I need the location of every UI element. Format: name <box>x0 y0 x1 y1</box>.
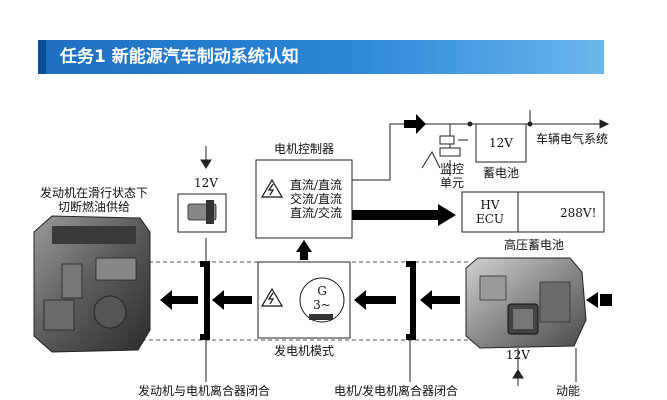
arrow-to-hv-battery <box>352 210 440 220</box>
page-title: 任务1 新能源汽车制动系统认知 <box>60 47 299 67</box>
arrow-to-12v-battery <box>416 114 426 134</box>
battery-12v-value: 12V <box>489 136 513 150</box>
hv-voltage-label: 288V! <box>560 206 597 220</box>
arrow-to-motor-clutch <box>432 296 460 304</box>
arrow-to-engine <box>172 296 198 304</box>
converter-labels: 直流/直流 交流/直流 直流/交流 <box>290 178 342 220</box>
motor-controller-box <box>255 159 353 239</box>
arrow-generator-up <box>296 240 312 252</box>
transmission-image <box>465 257 587 349</box>
generator-mode-label: 发电机模式 <box>273 344 334 358</box>
voltage-bottom-label: 12V <box>506 348 530 362</box>
engine-label: 发动机在滑行状态下 切断燃油供给 <box>30 186 158 214</box>
voltage-top-label: 12V <box>194 176 218 190</box>
engine-label-line2: 切断燃油供给 <box>57 200 130 214</box>
arrow-generator-up <box>300 252 308 260</box>
junction-dot <box>527 121 533 127</box>
arrow-to-12v-battery <box>404 120 418 128</box>
generator-phase: 3~ <box>313 298 331 312</box>
hv-ecu-line2: ECU <box>475 212 505 226</box>
converter-dc-dc: 直流/直流 <box>290 178 343 192</box>
arrow-into-transmission <box>600 294 612 306</box>
arrow-to-generator <box>366 296 396 304</box>
engine-image <box>33 215 151 353</box>
title-banner <box>38 40 604 74</box>
arrow-into-transmission <box>586 292 598 308</box>
generator-brush-bar <box>309 314 333 320</box>
motor-clutch-label: 电机/发电机离合器闭合 <box>334 384 459 398</box>
motor-clutch-bracket <box>406 261 416 340</box>
converter-ac-dc: 交流/直流 <box>290 192 343 206</box>
arrow-to-engine-clutch <box>212 290 224 310</box>
monitor-unit-line2: 单元 <box>439 176 464 190</box>
high-voltage-warning-icon <box>260 287 284 307</box>
arrow-to-generator <box>354 290 366 310</box>
battery-12v-label: 蓄电池 <box>482 166 519 180</box>
flow-arrows <box>160 114 612 310</box>
arrow-to-engine-clutch <box>224 296 252 304</box>
high-voltage-warning-icon <box>260 178 284 198</box>
converter-dc-ac: 直流/交流 <box>290 206 343 220</box>
arrow-to-motor-clutch <box>420 290 432 310</box>
engine-clutch-bracket <box>200 261 210 340</box>
junction-dot <box>467 121 473 127</box>
monitor-unit-line1: 监控 <box>439 162 464 176</box>
hv-ecu-label: HV ECU <box>462 198 518 226</box>
potentiometer-icon <box>421 135 468 169</box>
generator-symbol: G <box>317 284 327 298</box>
engine-label-line1: 发动机在滑行状态下 <box>39 186 148 200</box>
engine-clutch-label: 发动机与电机离合器闭合 <box>138 384 271 398</box>
hv-battery-box <box>461 191 605 233</box>
kinetic-energy-label: 动能 <box>556 384 581 398</box>
arrow-to-engine <box>160 290 172 310</box>
monitor-unit-label: 监控 单元 <box>432 162 472 190</box>
battery-12v-box <box>475 123 527 163</box>
hv-ecu-line1: HV <box>480 198 500 212</box>
title-accent-bar <box>38 40 46 74</box>
actuator-icon <box>177 193 227 233</box>
generator-symbol-circle <box>299 277 345 323</box>
hv-battery-label: 高压蓄电池 <box>503 238 564 252</box>
thin-arrows <box>200 119 610 386</box>
arrow-to-hv-battery <box>438 204 456 226</box>
controller-title: 电机控制器 <box>273 142 334 156</box>
vehicle-electric-label: 车辆电气系统 <box>536 132 609 146</box>
